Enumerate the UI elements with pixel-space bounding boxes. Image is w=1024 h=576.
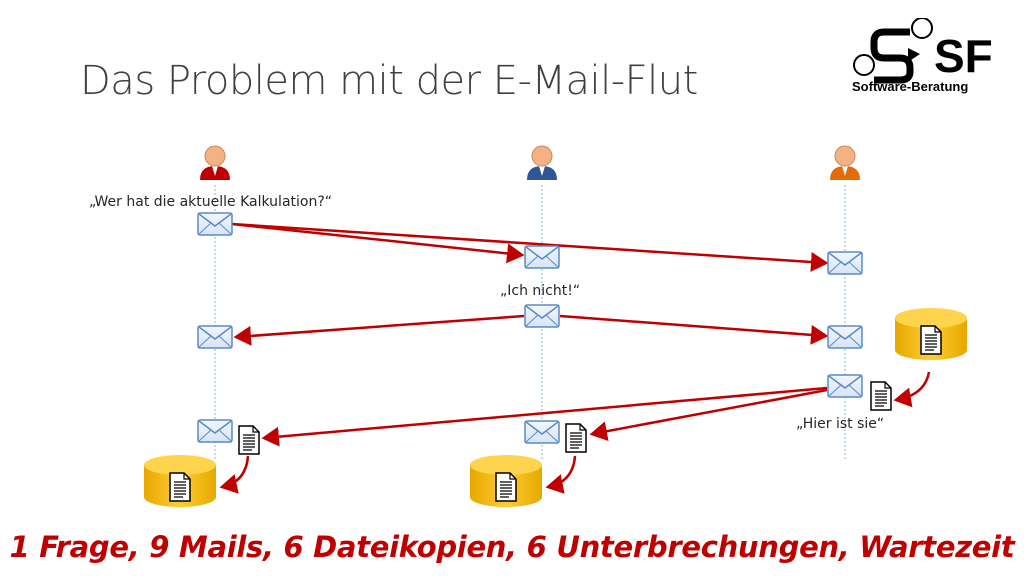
arrow-db-to-file <box>893 371 931 408</box>
arrow-reply-to-red <box>233 314 525 346</box>
document-icon <box>238 425 260 455</box>
document-icon <box>565 423 587 453</box>
database-icon <box>470 455 542 507</box>
envelope-icon <box>827 374 863 398</box>
arrow-reply-to-orange <box>559 314 829 345</box>
logo-subtitle: Software-Beratung <box>852 79 969 94</box>
envelope-icon <box>524 245 560 269</box>
arrow-file-to-red <box>261 386 828 447</box>
envelope-icon <box>197 325 233 349</box>
mail-arrows <box>219 222 931 494</box>
person-blue-icon <box>527 145 557 180</box>
document-icon <box>870 381 892 411</box>
envelope-icon <box>827 325 863 349</box>
arrow-file-to-blue <box>589 388 828 442</box>
reply-found-quote: „Hier ist sie“ <box>796 416 885 432</box>
database-icon <box>895 308 967 360</box>
envelope-icon <box>827 251 863 275</box>
arrow-question-to-orange <box>231 222 829 272</box>
summary-text: 1 Frage, 9 Mails, 6 Dateikopien, 6 Unter… <box>9 530 1015 564</box>
arrow-question-to-blue <box>231 222 525 264</box>
person-red-icon <box>200 145 230 180</box>
envelope-icon <box>197 212 233 236</box>
database-icon <box>144 455 216 507</box>
person-orange-icon <box>830 145 860 180</box>
reply-none-quote: „Ich nicht!“ <box>500 283 581 299</box>
company-logo: SF <box>853 18 993 84</box>
arrow-file-to-red-db <box>219 455 250 494</box>
logo-mark: SF <box>934 30 993 82</box>
envelope-icon <box>524 304 560 328</box>
arrow-file-to-blue-db <box>545 455 577 494</box>
page-title: Das Problem mit der E-Mail-Flut <box>80 58 698 104</box>
question-quote: „Wer hat die aktuelle Kalkulation?“ <box>89 194 333 210</box>
envelope-icon <box>197 419 233 443</box>
envelope-icon <box>524 420 560 444</box>
